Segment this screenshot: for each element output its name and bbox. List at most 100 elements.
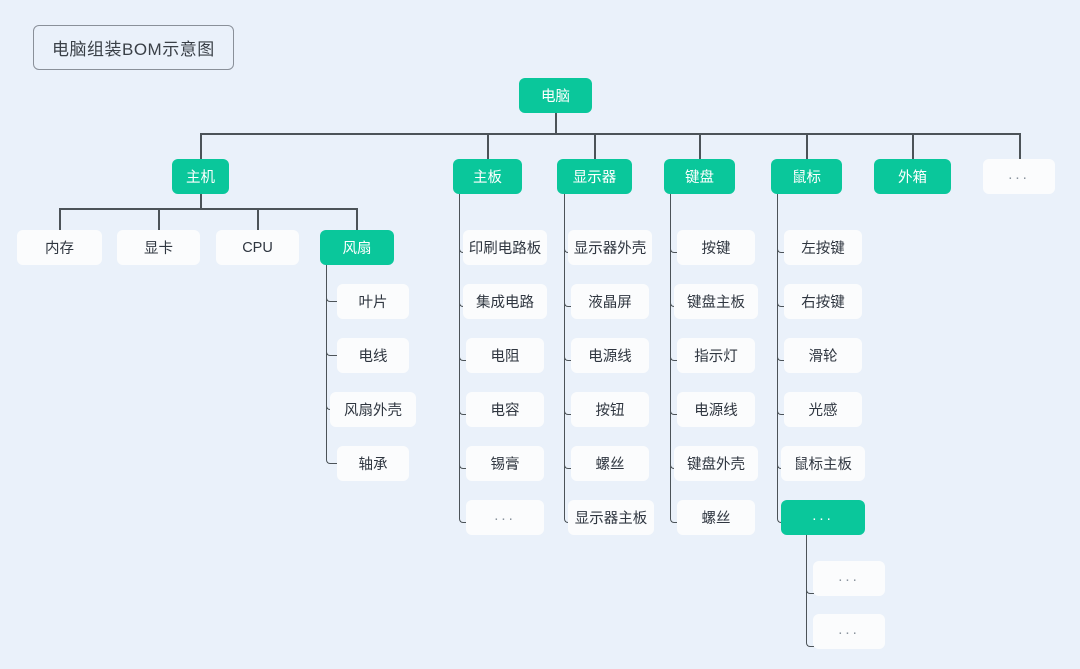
node-label: 风扇 xyxy=(342,241,372,257)
connector-level1-bus xyxy=(200,133,1020,135)
node-label: 集成电路 xyxy=(476,295,534,311)
node-case[interactable]: 外箱 xyxy=(874,159,951,194)
node-kb-shell[interactable]: 键盘外壳 xyxy=(674,446,758,481)
node-label: CPU xyxy=(242,239,273,256)
connector-drop-case xyxy=(912,133,914,159)
node-label: 主板 xyxy=(473,170,502,186)
node-label: 指示灯 xyxy=(694,349,738,365)
node-label: 显示器外壳 xyxy=(573,241,647,257)
node-ms-leftbutton[interactable]: 左按键 xyxy=(784,230,862,265)
node-label: 滑轮 xyxy=(808,349,838,365)
node-label: 电源线 xyxy=(694,403,738,419)
node-label: 鼠标主板 xyxy=(794,457,852,473)
node-mon-button[interactable]: 按钮 xyxy=(571,392,649,427)
node-label: 电阻 xyxy=(490,349,520,365)
node-mainboard[interactable]: 主板 xyxy=(453,159,522,194)
connector-kb-child-6 xyxy=(670,194,678,523)
node-label: 印刷电路板 xyxy=(468,241,542,257)
connector-drop-host xyxy=(200,133,202,159)
connector-host-stem xyxy=(200,194,202,208)
node-fan-wire[interactable]: 电线 xyxy=(337,338,409,373)
node-ms-sensor[interactable]: 光感 xyxy=(784,392,862,427)
node-host[interactable]: 主机 xyxy=(172,159,229,194)
node-label: 按键 xyxy=(701,241,731,257)
node-kb-board[interactable]: 键盘主板 xyxy=(674,284,758,319)
node-root-computer[interactable]: 电脑 xyxy=(519,78,592,113)
connector-drop-cpu xyxy=(257,208,259,230)
node-label: 主机 xyxy=(186,170,215,186)
node-fan-blade[interactable]: 叶片 xyxy=(337,284,409,319)
node-fan-bearing[interactable]: 轴承 xyxy=(337,446,409,481)
node-label: 螺丝 xyxy=(595,457,625,473)
node-label: 电容 xyxy=(490,403,520,419)
node-label: ... xyxy=(494,506,516,524)
node-label: 光感 xyxy=(808,403,838,419)
node-label: 右按键 xyxy=(801,295,845,311)
node-level1-more[interactable]: ... xyxy=(983,159,1055,194)
node-ms-more-child-1[interactable]: ... xyxy=(813,561,885,596)
node-label: 电源线 xyxy=(588,349,632,365)
node-fan[interactable]: 风扇 xyxy=(320,230,394,265)
node-label: 显示器 xyxy=(572,170,617,186)
node-mouse[interactable]: 鼠标 xyxy=(771,159,842,194)
node-ms-more[interactable]: ... xyxy=(781,500,865,535)
node-kb-powercord[interactable]: 电源线 xyxy=(677,392,755,427)
node-kb-screw[interactable]: 螺丝 xyxy=(677,500,755,535)
node-mon-board[interactable]: 显示器主板 xyxy=(568,500,654,535)
connector-drop-gpu xyxy=(158,208,160,230)
node-label: 叶片 xyxy=(358,295,388,311)
connector-mb-child-6 xyxy=(459,194,467,523)
node-label: 显卡 xyxy=(144,241,173,257)
node-cpu[interactable]: CPU xyxy=(216,230,299,265)
node-mb-resistor[interactable]: 电阻 xyxy=(466,338,544,373)
connector-drop-ram xyxy=(59,208,61,230)
node-mon-screw[interactable]: 螺丝 xyxy=(571,446,649,481)
node-ms-board[interactable]: 鼠标主板 xyxy=(781,446,865,481)
node-ms-more-child-2[interactable]: ... xyxy=(813,614,885,649)
node-mb-solder[interactable]: 锡膏 xyxy=(466,446,544,481)
page-title: 电脑组装BOM示意图 xyxy=(33,25,234,70)
connector-drop-more xyxy=(1019,133,1021,159)
node-label: 风扇外壳 xyxy=(344,403,402,419)
node-ms-wheel[interactable]: 滑轮 xyxy=(784,338,862,373)
node-monitor[interactable]: 显示器 xyxy=(557,159,632,194)
connector-drop-fan xyxy=(356,208,358,230)
node-label: ... xyxy=(838,620,860,638)
node-mon-lcd[interactable]: 液晶屏 xyxy=(571,284,649,319)
node-label: 左按键 xyxy=(801,241,845,257)
node-label: ... xyxy=(812,506,834,524)
node-label: 显示器主板 xyxy=(574,511,648,527)
node-label: 键盘主板 xyxy=(687,295,745,311)
connector-fan-child-4 xyxy=(326,265,338,464)
node-mb-pcb[interactable]: 印刷电路板 xyxy=(463,230,547,265)
connector-drop-mainboard xyxy=(487,133,489,159)
connector-host-bus xyxy=(59,208,357,210)
node-label: ... xyxy=(838,567,860,585)
node-label: 电脑 xyxy=(541,89,570,105)
node-label: 锡膏 xyxy=(490,457,520,473)
connector-root-stem xyxy=(555,113,557,134)
node-mon-powercord[interactable]: 电源线 xyxy=(571,338,649,373)
node-label: 鼠标 xyxy=(792,170,821,186)
node-mb-ic[interactable]: 集成电路 xyxy=(463,284,547,319)
node-ms-rightbutton[interactable]: 右按键 xyxy=(784,284,862,319)
node-label: 按钮 xyxy=(595,403,625,419)
node-mb-capacitor[interactable]: 电容 xyxy=(466,392,544,427)
node-ram[interactable]: 内存 xyxy=(17,230,102,265)
node-keyboard[interactable]: 键盘 xyxy=(664,159,735,194)
node-label: 键盘外壳 xyxy=(687,457,745,473)
node-gpu[interactable]: 显卡 xyxy=(117,230,200,265)
node-label: 电线 xyxy=(358,349,388,365)
node-label: ... xyxy=(1008,165,1030,183)
node-mon-shell[interactable]: 显示器外壳 xyxy=(568,230,652,265)
node-mb-more[interactable]: ... xyxy=(466,500,544,535)
connector-drop-keyboard xyxy=(699,133,701,159)
node-label: 液晶屏 xyxy=(588,295,632,311)
node-label: 外箱 xyxy=(898,170,927,186)
node-fan-shell[interactable]: 风扇外壳 xyxy=(330,392,416,427)
node-kb-led[interactable]: 指示灯 xyxy=(677,338,755,373)
node-label: 轴承 xyxy=(358,457,388,473)
node-label: 内存 xyxy=(45,241,74,257)
node-kb-key[interactable]: 按键 xyxy=(677,230,755,265)
